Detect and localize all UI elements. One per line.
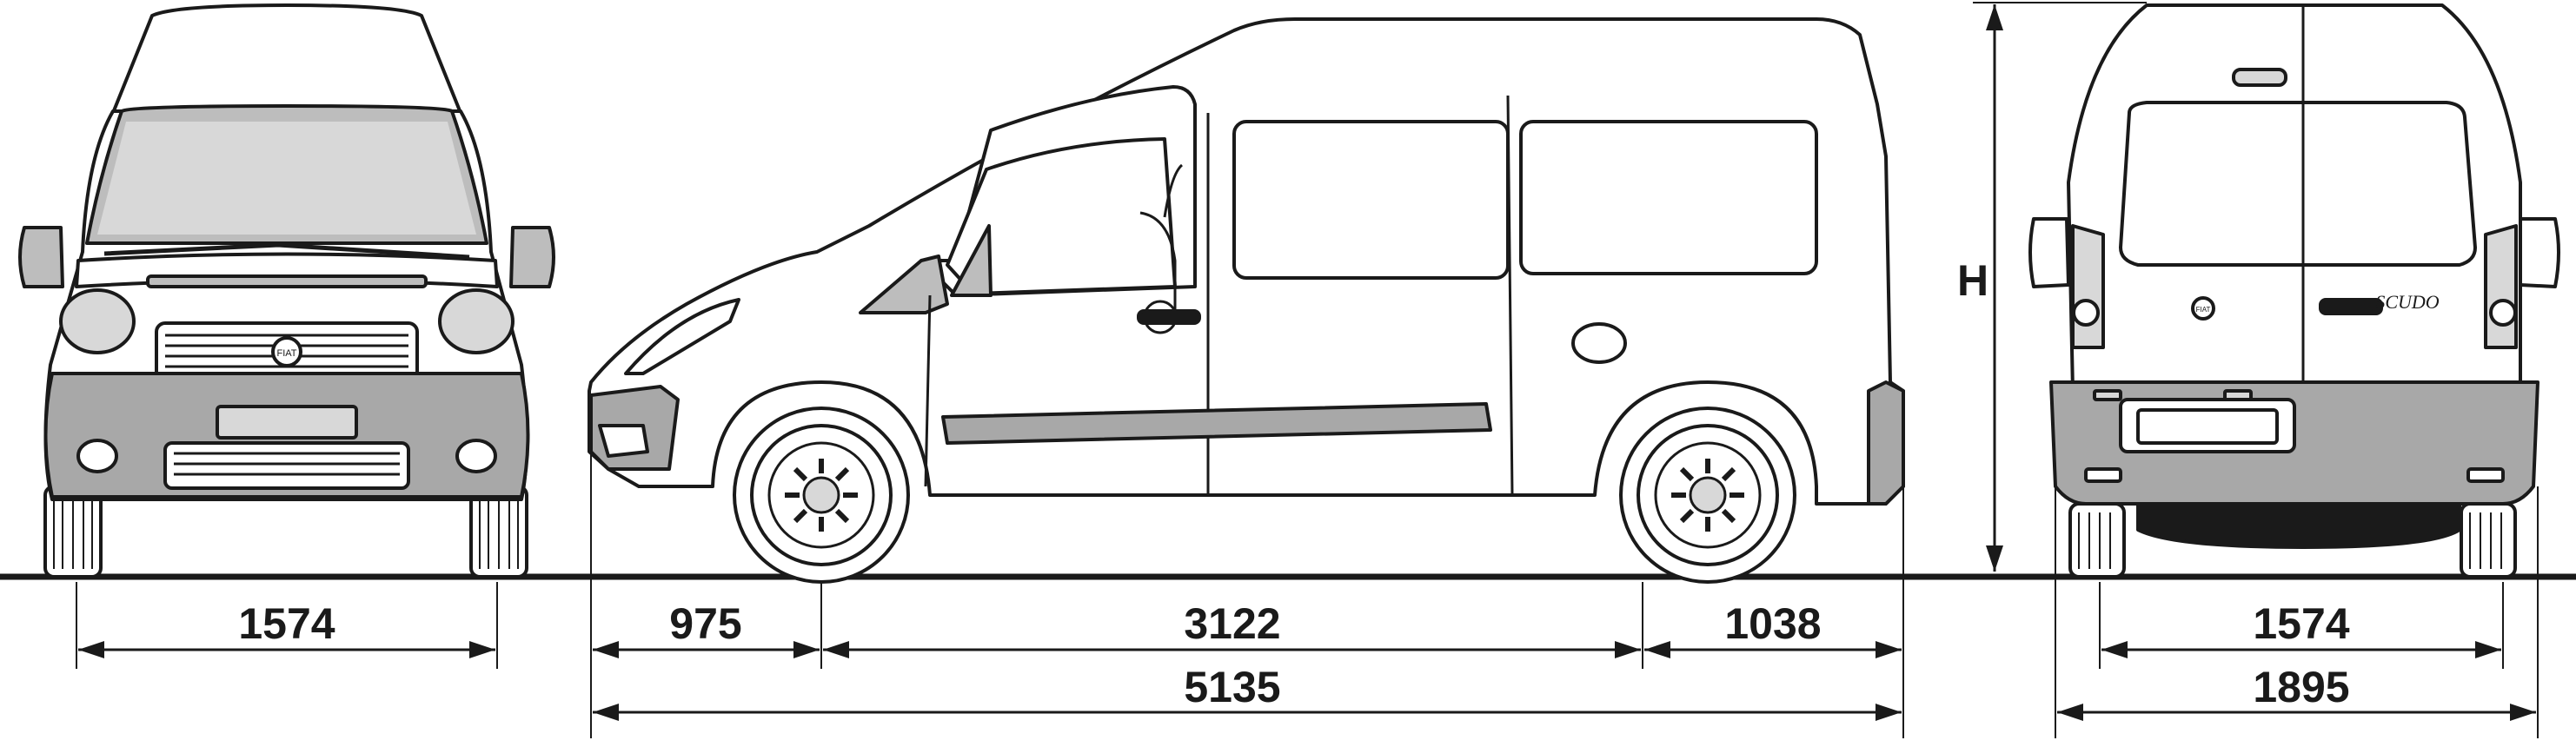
rear-brake-light: [2232, 68, 2287, 87]
height-dimension: H: [1957, 2, 2147, 572]
rear-view: FIAT SCUDO: [2028, 3, 2560, 578]
rear-window: [2119, 101, 2477, 267]
rear-fiat-logo: [2191, 296, 2215, 321]
front-right-headlamp: [438, 288, 515, 354]
front-roof: [111, 3, 462, 115]
side-rear-wheel: [1619, 407, 1796, 584]
rear-right-mirror: [2519, 217, 2560, 288]
side-window-1: [1232, 120, 1510, 280]
side-door-handle: [1137, 309, 1201, 325]
front-lower-grille: [163, 441, 410, 490]
side-window-2: [1519, 120, 1818, 275]
front-view: FIAT: [18, 3, 555, 578]
svg-text:FIAT: FIAT: [2196, 306, 2211, 314]
front-wipers: [103, 242, 470, 260]
front-overhang-label: 975: [669, 599, 741, 648]
front-fiat-logo: [271, 336, 302, 367]
bottom-dimensions: 1574 975 3122 1038 5135 1574 1895: [76, 400, 2539, 738]
rear-door-handle: [2319, 298, 2383, 315]
front-left-mirror: [18, 226, 64, 288]
rear-number-plate: [2136, 408, 2279, 445]
front-left-headlamp: [59, 288, 136, 354]
rear-model-badge: SCUDO: [2375, 291, 2439, 313]
rear-overhang-label: 1038: [1724, 599, 1821, 648]
height-label: H: [1957, 256, 1988, 305]
wheelbase-label: 3122: [1184, 599, 1280, 648]
side-rub-strip: [941, 402, 1492, 445]
front-track-label: 1574: [238, 599, 335, 648]
side-fuel-cap: [1571, 322, 1627, 364]
front-left-foglamp: [76, 439, 118, 473]
side-headlamp: [624, 298, 740, 375]
side-front-wheel: [733, 407, 910, 584]
overall-width-label: 1895: [2253, 663, 2349, 711]
svg-text:FIAT: FIAT: [276, 348, 296, 359]
rear-right-tail-lamp: [2484, 224, 2518, 349]
front-right-foglamp: [455, 439, 497, 473]
side-quarter-glass: [859, 255, 949, 314]
side-rear-bumper: [1867, 380, 1905, 506]
rear-left-tail-lamp: [2071, 224, 2105, 349]
rear-left-mirror: [2028, 217, 2070, 288]
rear-track-label: 1574: [2253, 599, 2349, 648]
overall-length-label: 5135: [1184, 663, 1280, 711]
front-right-mirror: [509, 226, 555, 288]
side-view: [588, 17, 1905, 584]
